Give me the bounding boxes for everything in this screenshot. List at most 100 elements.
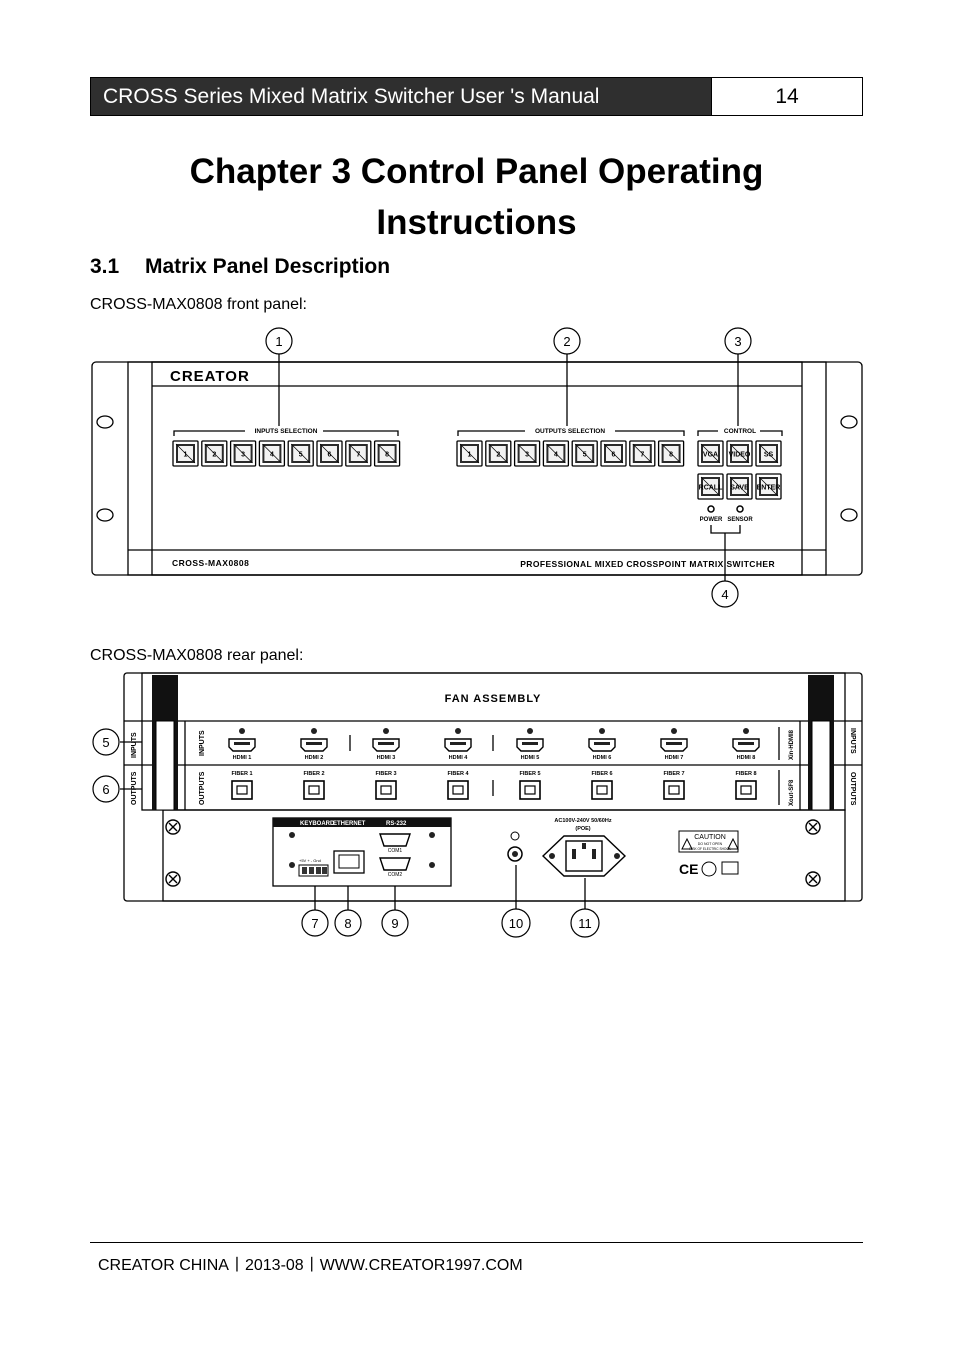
rear-panel-caption: CROSS-MAX0808 rear panel: (90, 647, 304, 664)
input-button-7-label: 7 (356, 452, 360, 459)
com2-port-icon (379, 857, 411, 871)
output-button-1-label: 1 (468, 452, 472, 459)
keyboard-pin-labels: +5V + - Gnd (299, 858, 321, 863)
control-button-video-label: VIDEO (729, 452, 751, 459)
page-number: 14 (711, 78, 862, 115)
hdmi-port-5: HDMI 5 (516, 728, 544, 761)
callout-5: 5 (102, 735, 109, 750)
caution-line2: RISK OF ELECTRIC SHOCK (689, 847, 731, 851)
rear-inputs-label: INPUTS (199, 730, 206, 756)
certification-seal-icon (701, 861, 717, 877)
output-button-5-label: 5 (583, 452, 587, 459)
input-button-7: 7 (345, 440, 372, 467)
sensor-led-icon (736, 505, 744, 513)
output-button-7-label: 7 (640, 452, 644, 459)
outputs-selection-label: OUTPUTS SELECTION (535, 428, 605, 435)
output-button-8-label: 8 (669, 452, 673, 459)
keyboard-port-label: KEYBOARD (300, 821, 335, 827)
front-panel-figure: CREATOR INPUTS SELECTION OUTPUTS SELECTI… (91, 327, 863, 608)
callout-7: 7 (311, 916, 318, 931)
ground-symbol-icon (510, 831, 520, 841)
manual-title: CROSS Series Mixed Matrix Switcher User … (91, 78, 711, 115)
com2-label: COM2 (388, 872, 403, 878)
hdmi-port-label: HDMI 8 (737, 755, 756, 761)
input-button-8: 8 (373, 440, 401, 467)
front-model-label: CROSS-MAX0808 (172, 558, 249, 568)
fiber-port-1: FIBER 1 (231, 771, 253, 800)
power-label: POWER (700, 517, 723, 523)
hdmi-port-3: HDMI 3 (372, 728, 400, 761)
sensor-label: SENSOR (727, 517, 753, 523)
output-selection-buttons: 1 2 3 4 5 6 7 8 (456, 440, 685, 467)
input-button-2-label: 2 (212, 452, 216, 459)
fiber-port-label: FIBER 4 (447, 771, 469, 777)
callout-8: 8 (344, 916, 351, 931)
input-button-6-label: 6 (328, 452, 332, 459)
output-button-2: 2 (485, 440, 512, 467)
fiber-port-8: FIBER 8 (735, 771, 757, 800)
hdmi-port-7: HDMI 7 (660, 728, 688, 761)
fiber-port-label: FIBER 7 (663, 771, 684, 777)
caution-label (678, 830, 739, 853)
side-inputs-label-right: INPUTS (849, 728, 856, 754)
output-button-5: 5 (571, 440, 598, 467)
chapter-title: Chapter 3 Control Panel Operating Instru… (90, 146, 863, 248)
hdmi-port-8: HDMI 8 (732, 728, 760, 761)
rs232-port-label: RS-232 (386, 821, 407, 827)
fiber-port-7: FIBER 7 (663, 771, 685, 800)
poe-label: (POE) (575, 826, 590, 832)
input-button-1-label: 1 (184, 452, 188, 459)
control-button-save: SAVE (726, 473, 753, 500)
output-button-8: 8 (657, 440, 685, 467)
fiber-port-2: FIBER 2 (303, 771, 325, 800)
control-button-rcall-label: RCALL (699, 485, 723, 492)
fiber-port-3: FIBER 3 (375, 771, 397, 800)
fiber-port-5: FIBER 5 (519, 771, 541, 800)
screw-icon (805, 871, 821, 887)
input-selection-buttons: 1 2 3 4 5 6 7 8 (172, 440, 401, 467)
input-button-5: 5 (287, 440, 314, 467)
fiber-output-ports: FIBER 1 FIBER 2 FIBER 3 FIBER 4 FIBER 5 FIBER… (231, 771, 757, 800)
chapter-title-line2: Instructions (376, 203, 577, 242)
callout-11: 11 (578, 916, 592, 931)
fiber-port-4: FIBER 4 (447, 771, 469, 800)
footer-divider (90, 1242, 863, 1243)
front-panel-caption: CROSS-MAX0808 front panel: (90, 296, 307, 313)
hdmi-port-label: HDMI 1 (233, 755, 252, 761)
callout-3: 3 (734, 334, 741, 349)
fiber-port-label: FIBER 6 (591, 771, 612, 777)
input-button-5-label: 5 (299, 452, 303, 459)
hdmi-port-label: HDMI 7 (665, 755, 684, 761)
front-brand-label: CREATOR (170, 368, 250, 385)
rear-outputs-label: OUTPUTS (199, 771, 206, 805)
output-button-3-label: 3 (525, 452, 529, 459)
fiber-port-label: FIBER 5 (519, 771, 540, 777)
hdmi-port-4: HDMI 4 (444, 728, 472, 761)
input-button-2: 2 (201, 440, 228, 467)
input-button-3: 3 (229, 440, 257, 467)
fiber-port-6: FIBER 6 (591, 771, 613, 800)
control-button-save-label: SAVE (730, 485, 749, 492)
fiber-port-label: FIBER 1 (231, 771, 252, 777)
inputs-selection-label: INPUTS SELECTION (255, 428, 318, 435)
section-number: 3.1 (90, 255, 120, 278)
front-tagline: PROFESSIONAL MIXED CROSSPOINT MATRIX SWI… (520, 559, 775, 569)
control-button-video: VIDEO (726, 440, 753, 467)
control-button-enter: ENTER (755, 473, 782, 500)
control-button-enter-label: ENTER (757, 485, 781, 492)
ce-mark-icon: CE (679, 861, 698, 877)
fiber-port-label: FIBER 2 (303, 771, 324, 777)
section-title: Matrix Panel Description (145, 255, 391, 278)
control-button-ss-label: SS (764, 452, 774, 459)
callout-4: 4 (721, 587, 728, 602)
callout-10: 10 (509, 916, 523, 931)
input-button-3-label: 3 (241, 452, 245, 459)
callout-1: 1 (275, 334, 282, 349)
output-button-6: 6 (600, 440, 627, 467)
hdmi-port-label: HDMI 6 (593, 755, 612, 761)
input-button-4: 4 (258, 440, 286, 467)
output-button-4: 4 (542, 440, 570, 467)
rear-screws (165, 819, 821, 887)
input-button-8-label: 8 (385, 452, 389, 459)
